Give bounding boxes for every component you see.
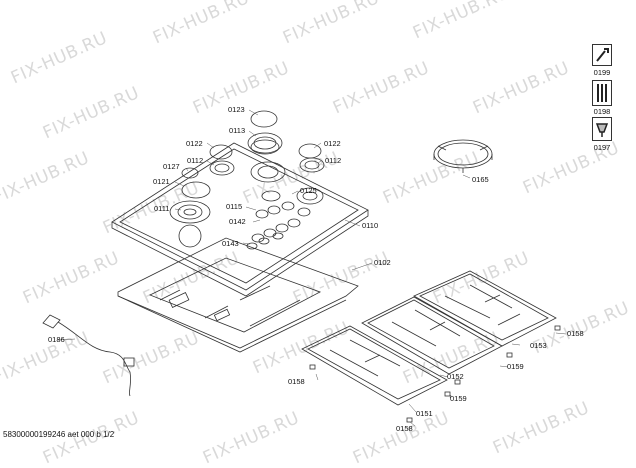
part-label: 0112 xyxy=(187,156,204,165)
part-label: 0113 xyxy=(229,126,246,135)
part-label: 0165 xyxy=(472,175,489,184)
part-label: 0122 xyxy=(324,139,341,148)
part-label: 0153 xyxy=(530,341,547,350)
part-label: 0151 xyxy=(416,409,433,418)
part-label: 0142 xyxy=(229,217,246,226)
part-label: 0125 xyxy=(300,186,317,195)
grease-icon xyxy=(592,117,612,141)
part-label: 0152 xyxy=(447,372,464,381)
part-label: 0115 xyxy=(226,202,243,211)
part-label: 0158 xyxy=(396,424,413,433)
part-label: 0110 xyxy=(362,221,379,230)
icon-label: 0197 xyxy=(593,143,611,152)
pan-support-left xyxy=(301,325,448,406)
part-label: 0159 xyxy=(507,362,524,371)
part-label: 0158 xyxy=(567,329,584,338)
part-label: 0121 xyxy=(153,177,170,186)
icon-label: 0198 xyxy=(593,107,611,116)
document-footer: 58300000199246 aet 000 b 1/2 xyxy=(3,430,115,439)
part-label: 0102 xyxy=(374,258,391,267)
burner-cap xyxy=(250,110,278,128)
control-knobs xyxy=(246,201,311,250)
part-label: 0111 xyxy=(154,204,170,213)
part-label: 0143 xyxy=(222,239,239,248)
power-cord xyxy=(42,314,135,397)
part-label: 0186 xyxy=(48,335,65,344)
diagram-drawing xyxy=(42,109,567,427)
part-label: 0127 xyxy=(163,162,180,171)
icon-label: 0199 xyxy=(593,68,611,77)
pan-support-middle xyxy=(361,296,503,375)
tools-icon xyxy=(592,80,612,106)
part-label: 0159 xyxy=(450,394,467,403)
part-label: 0112 xyxy=(325,156,342,165)
wrench-icon xyxy=(592,44,612,66)
wok-ring xyxy=(433,139,493,173)
part-label: 0123 xyxy=(228,105,245,114)
burner-large xyxy=(247,132,283,155)
part-label: 0158 xyxy=(288,377,305,386)
part-label: 0122 xyxy=(186,139,203,148)
